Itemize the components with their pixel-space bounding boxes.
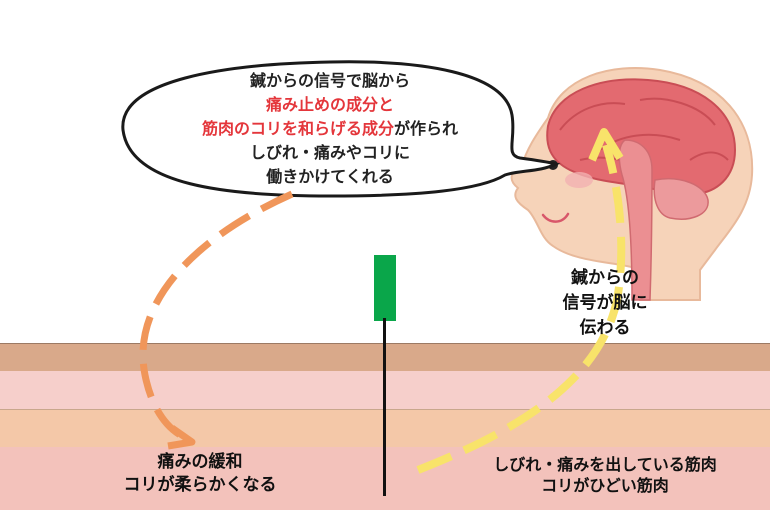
- muscle-label: しびれ・痛みを出している筋肉 コリがひどい筋肉: [440, 454, 770, 496]
- acupuncture-needle-grip: [374, 255, 396, 321]
- bubble-line-1: 鍼からの信号で脳から: [249, 71, 410, 90]
- brain-shape: [546, 78, 737, 196]
- orange-arrow-path: [139, 190, 294, 442]
- cerebellum: [653, 178, 709, 220]
- bubble-line-3: 筋肉のコリを和らげる成分が作られ: [150, 117, 510, 141]
- yellow-arrow-path: [416, 143, 626, 474]
- signal-label-line-3: 伝わる: [579, 318, 631, 338]
- bubble-line-4: しびれ・痛みやコリに: [249, 143, 410, 162]
- signal-label: 鍼からの 信号が脳に 伝わる: [530, 266, 680, 341]
- signal-label-line-1: 鍼からの: [571, 268, 639, 288]
- bubble-line-5: 働きかけてくれる: [266, 167, 394, 186]
- bubble-line-2: 痛み止めの成分と: [265, 95, 394, 114]
- relief-label-line-1: 痛みの緩和: [157, 452, 243, 472]
- relief-label-line-2: コリが柔らかくなる: [123, 475, 277, 495]
- orange-arrow-head: [167, 425, 196, 450]
- bubble-line-3-rest: が作られ: [394, 119, 459, 138]
- spinal-cord: [618, 139, 653, 301]
- yellow-arrow-head: [588, 128, 624, 162]
- acupuncture-needle-shaft: [383, 318, 386, 496]
- signal-label-line-2: 信号が脳に: [562, 293, 648, 313]
- muscle-label-line-2: コリがひどい筋肉: [541, 476, 669, 495]
- bubble-line-3-red: 筋肉のコリを和らげる成分: [201, 119, 394, 138]
- bubble-text: 鍼からの信号で脳から 痛み止めの成分と 筋肉のコリを和らげる成分が作られ しびれ…: [150, 69, 510, 189]
- relief-label: 痛みの緩和 コリが柔らかくなる: [70, 451, 330, 497]
- muscle-label-line-1: しびれ・痛みを出している筋肉: [493, 455, 717, 474]
